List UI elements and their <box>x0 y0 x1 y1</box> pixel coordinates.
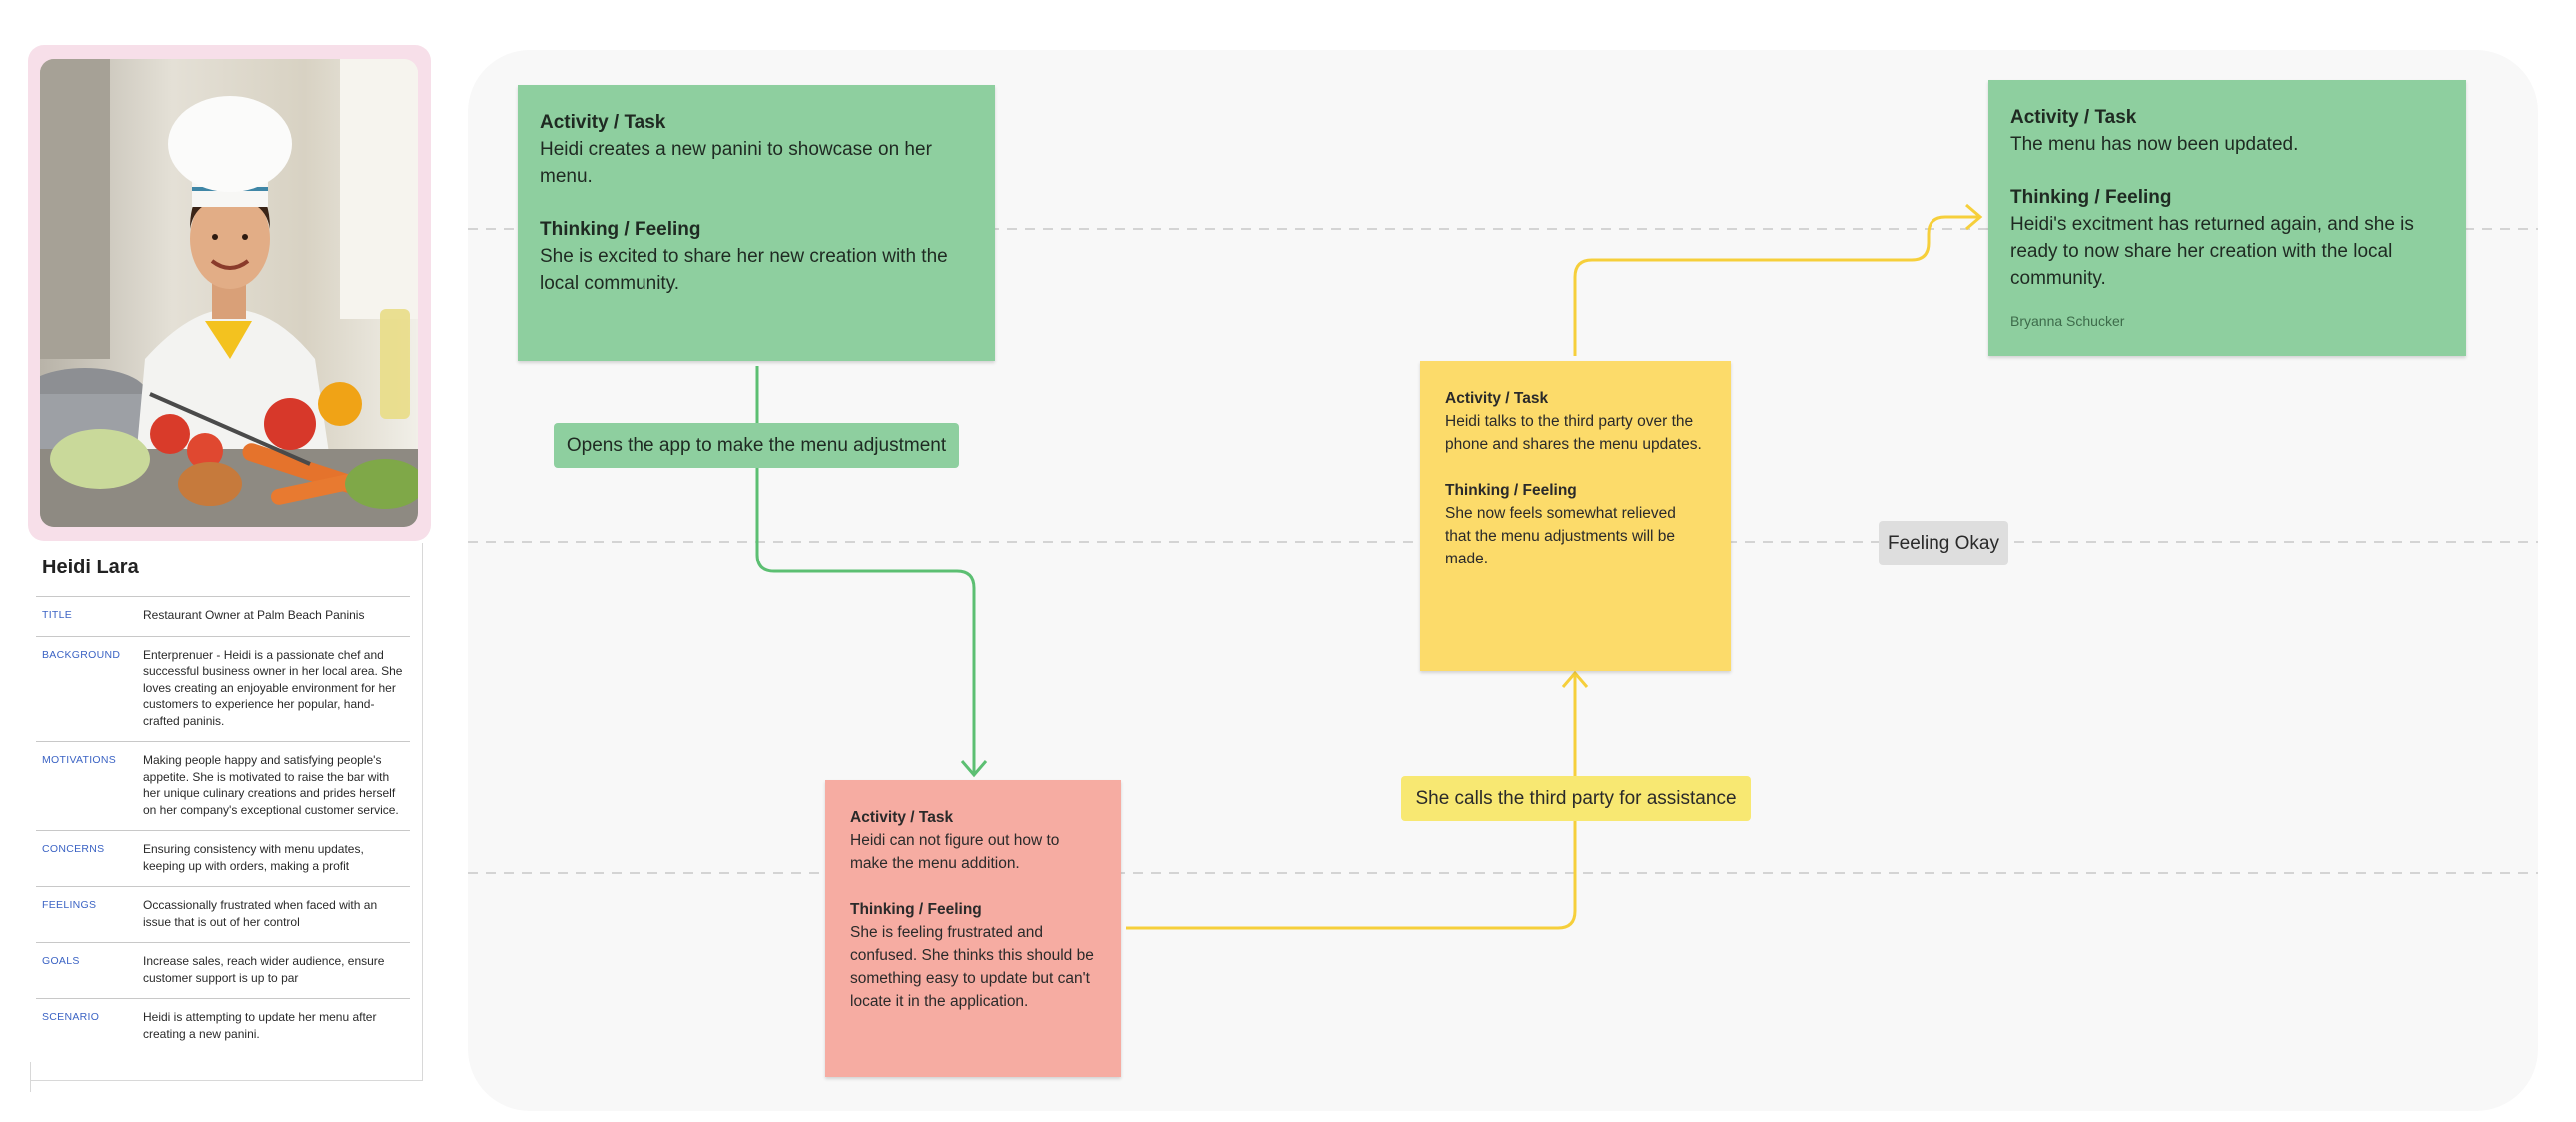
row-value: Enterprenuer - Heidi is a passionate che… <box>143 647 403 728</box>
row-label: TITLE <box>42 609 73 621</box>
sticky-step-3[interactable]: Activity / Task Heidi talks to the third… <box>1420 361 1731 671</box>
row-value: Restaurant Owner at Palm Beach Paninis <box>143 608 365 622</box>
connector-label-open-app[interactable]: Opens the app to make the menu adjustmen… <box>554 423 959 468</box>
connector-label-call-third-party[interactable]: She calls the third party for assistance <box>1401 776 1751 821</box>
baseline-label-feeling-okay[interactable]: Feeling Okay <box>1879 521 2008 565</box>
connector-green <box>755 366 976 774</box>
persona-photo <box>40 59 418 527</box>
row-label: BACKGROUND <box>42 648 121 661</box>
activity-heading: Activity / Task <box>2010 107 2137 128</box>
persona-row-title: TITLE Restaurant Owner at Palm Beach Pan… <box>36 596 410 636</box>
feeling-text: Heidi's excitment has returned again, an… <box>2010 214 2414 289</box>
feeling-text: She is feeling frustrated and confused. … <box>850 924 1094 1010</box>
feeling-heading: Thinking / Feeling <box>850 901 982 918</box>
feeling-text: She is excited to share her new creation… <box>540 246 948 294</box>
activity-text: The menu has now been updated. <box>2010 134 2299 155</box>
persona-photo-frame <box>28 45 431 541</box>
author-credit: Bryanna Schucker <box>2010 313 2125 329</box>
journey-board: Activity / Task Heidi creates a new pani… <box>468 50 2538 1111</box>
persona-row-goals: GOALS Increase sales, reach wider audien… <box>36 942 410 998</box>
feeling-heading: Thinking / Feeling <box>540 219 701 240</box>
persona-row-feelings: FEELINGS Occassionally frustrated when f… <box>36 886 410 942</box>
row-label: MOTIVATIONS <box>42 754 117 766</box>
feeling-heading: Thinking / Feeling <box>1445 482 1577 499</box>
feeling-heading: Thinking / Feeling <box>2010 187 2172 208</box>
row-label: CONCERNS <box>42 843 105 855</box>
activity-heading: Activity / Task <box>540 112 666 133</box>
row-value: Heidi is attempting to update her menu a… <box>143 1010 377 1041</box>
activity-text: Heidi can not figure out how to make the… <box>850 832 1060 872</box>
persona-row-background: BACKGROUND Enterprenuer - Heidi is a pas… <box>36 635 410 742</box>
connector-yellow-2 <box>1573 215 1980 356</box>
persona-details: TITLE Restaurant Owner at Palm Beach Pan… <box>36 596 410 1054</box>
activity-text: Heidi creates a new panini to showcase o… <box>540 139 932 187</box>
activity-heading: Activity / Task <box>1445 390 1549 407</box>
persona-row-motivations: MOTIVATIONS Making people happy and sati… <box>36 741 410 830</box>
row-label: SCENARIO <box>42 1011 100 1023</box>
arrowhead-yellow-1 <box>1561 670 1589 688</box>
arrowhead-green <box>960 760 988 778</box>
row-value: Ensuring consistency with menu updates, … <box>143 842 364 873</box>
sticky-step-4[interactable]: Activity / Task The menu has now been up… <box>1988 80 2466 356</box>
activity-text: Heidi talks to the third party over the … <box>1445 413 1702 453</box>
connector-yellow-1 <box>1126 674 1577 930</box>
row-value: Making people happy and satisfying peopl… <box>143 753 399 817</box>
sticky-step-1[interactable]: Activity / Task Heidi creates a new pani… <box>518 85 995 361</box>
activity-heading: Activity / Task <box>850 809 954 826</box>
persona-row-scenario: SCENARIO Heidi is attempting to update h… <box>36 998 410 1054</box>
persona-row-concerns: CONCERNS Ensuring consistency with menu … <box>36 830 410 886</box>
persona-card: Heidi Lara TITLE Restaurant Owner at Pal… <box>30 543 423 1092</box>
arrowhead-yellow-2 <box>1965 203 1983 231</box>
card-divider <box>30 1062 31 1092</box>
row-label: FEELINGS <box>42 899 97 911</box>
persona-name: Heidi Lara <box>42 557 139 578</box>
sticky-step-2[interactable]: Activity / Task Heidi can not figure out… <box>825 780 1121 1077</box>
feeling-text: She now feels somewhat relieved that the… <box>1445 505 1676 567</box>
row-value: Increase sales, reach wider audience, en… <box>143 954 385 985</box>
row-value: Occassionally frustrated when faced with… <box>143 898 378 929</box>
row-label: GOALS <box>42 955 80 967</box>
